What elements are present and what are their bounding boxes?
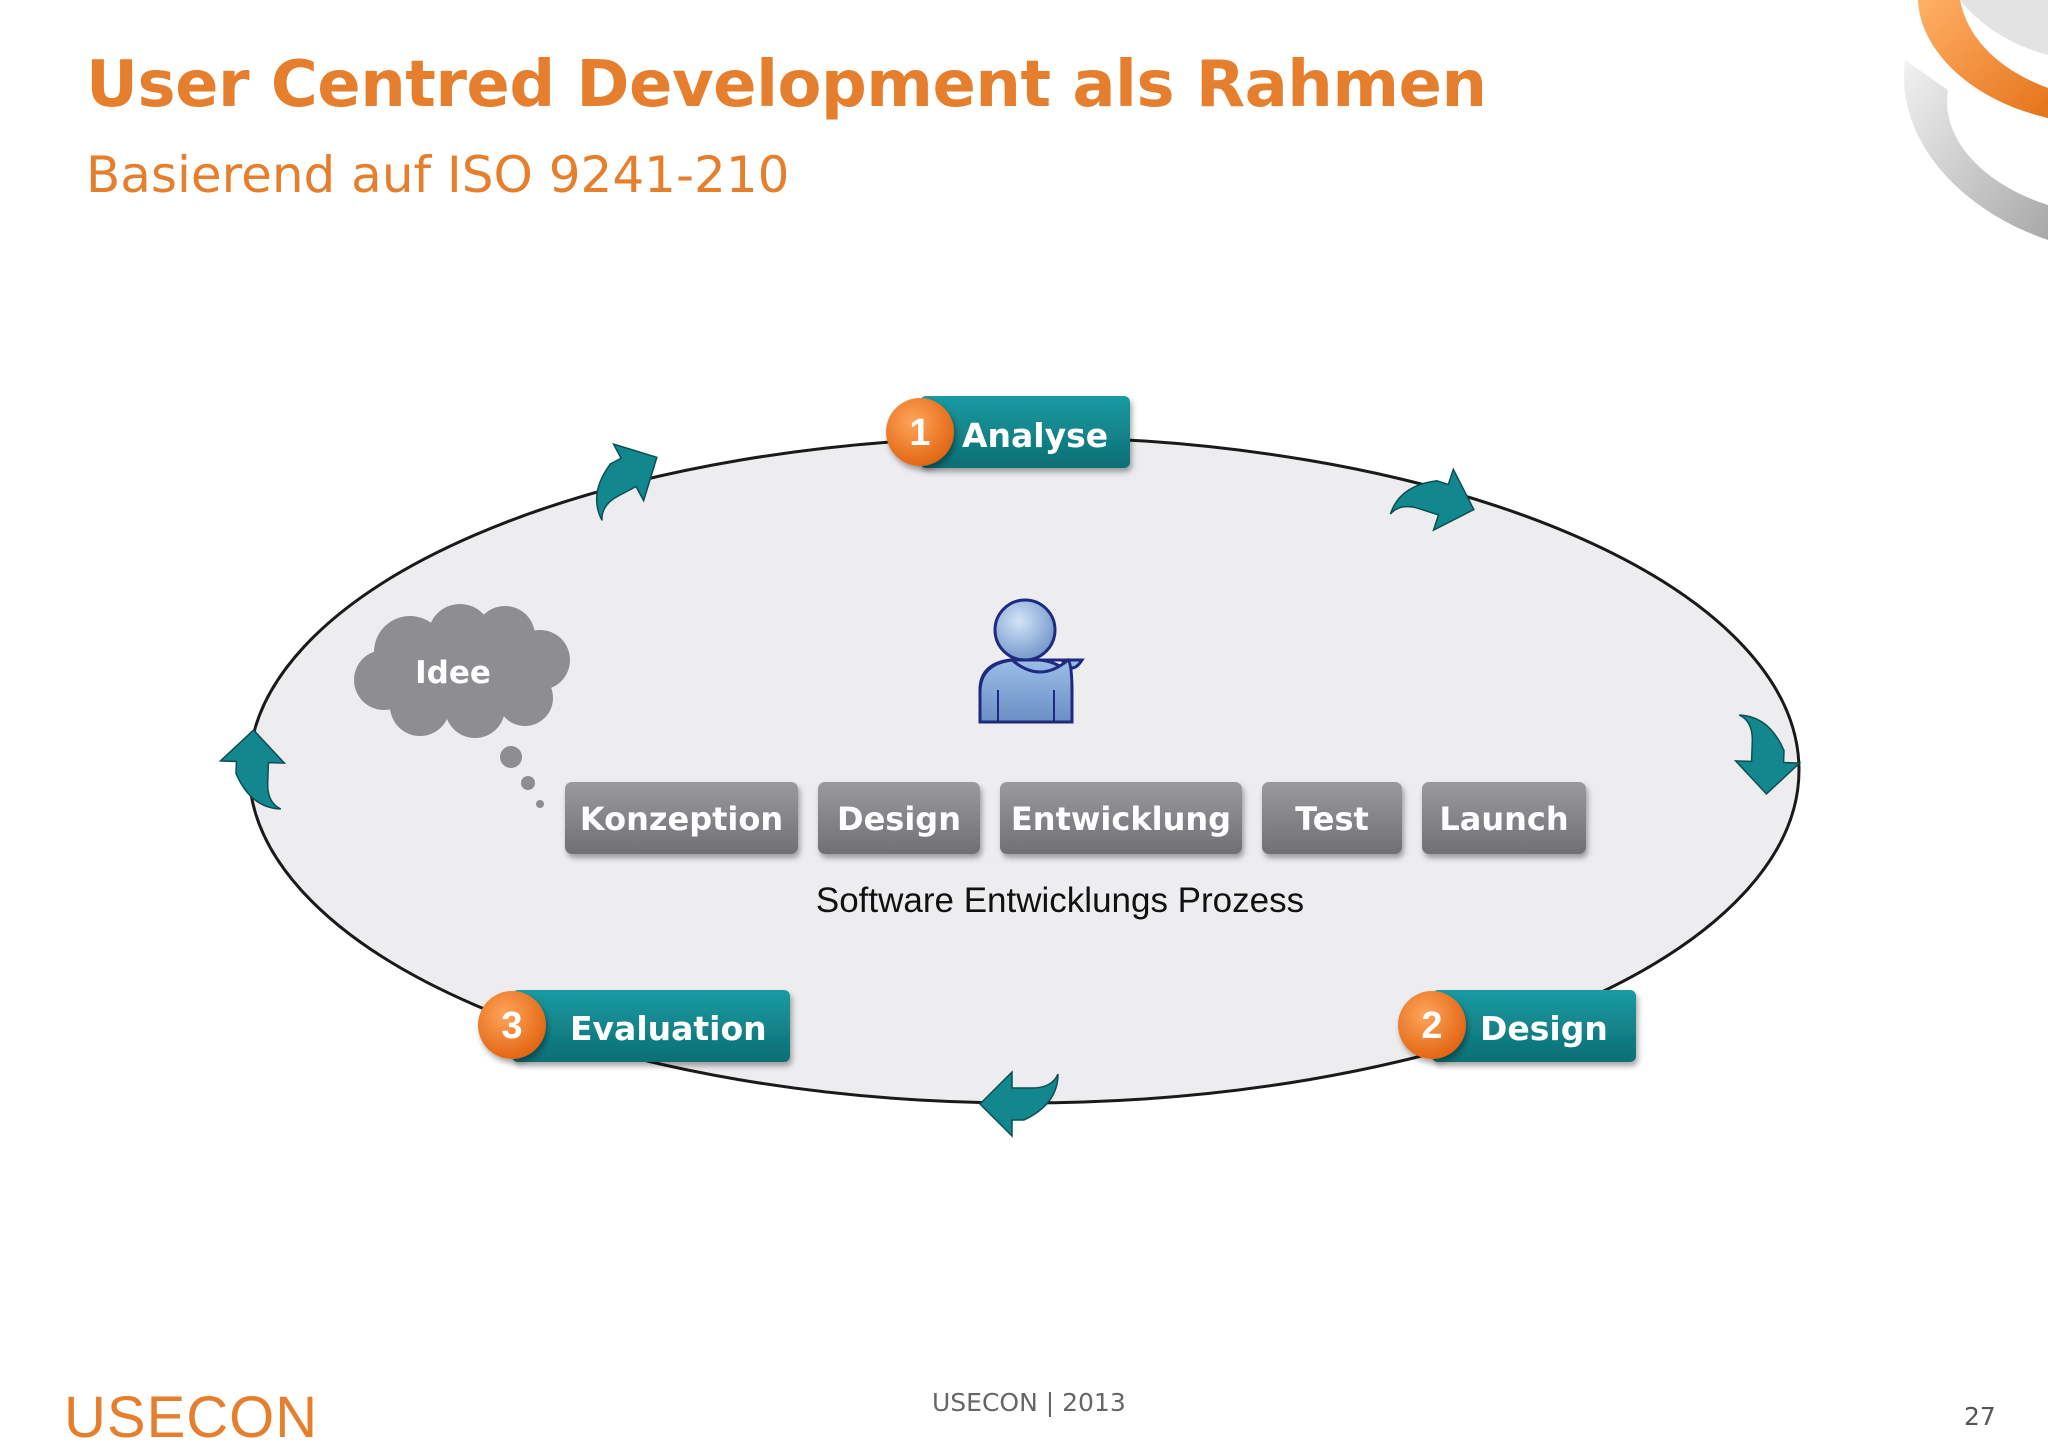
cycle-arrow-icon xyxy=(1733,714,1802,796)
cycle-step-design: 2 Design xyxy=(1398,990,1636,1062)
thought-cloud-icon xyxy=(354,604,570,808)
step-label: Analyse xyxy=(962,416,1108,455)
process-stages: Konzeption Design Entwicklung Test Launch xyxy=(565,782,1586,854)
usecon-logo: USECON xyxy=(64,1385,319,1450)
process-stage-label: Test xyxy=(1295,800,1369,838)
page-subtitle: Basierend auf ISO 9241-210 xyxy=(86,146,790,204)
idea-label: Idee xyxy=(415,655,491,691)
step-label: Design xyxy=(1480,1009,1608,1048)
cycle-arrow-icon xyxy=(978,1070,1059,1138)
cycle-step-evaluation: 3 Evaluation xyxy=(478,990,790,1062)
process-stage-konzeption: Konzeption xyxy=(565,782,798,854)
footer-text: USECON | 2013 xyxy=(932,1388,1126,1417)
process-stage-label: Design xyxy=(837,800,961,838)
process-stage-launch: Launch xyxy=(1422,782,1586,854)
process-stage-design: Design xyxy=(818,782,980,854)
page-title: User Centred Development als Rahmen xyxy=(86,48,1487,122)
cycle-step-analyse: 1 Analyse xyxy=(886,396,1130,468)
cycle-arrow-icon xyxy=(218,728,287,810)
cycle-arrow-icon xyxy=(595,442,658,521)
process-caption: Software Entwicklungs Prozess xyxy=(816,881,1304,920)
step-number: 2 xyxy=(1421,1005,1442,1047)
process-stage-label: Konzeption xyxy=(580,800,783,838)
process-stage-test: Test xyxy=(1262,782,1402,854)
step-number: 1 xyxy=(909,412,930,454)
cycle-arrow-icon xyxy=(1389,467,1475,532)
process-stage-label: Entwicklung xyxy=(1011,800,1231,838)
process-stage-entwicklung: Entwicklung xyxy=(1000,782,1242,854)
ribbon-logo-icon xyxy=(1903,0,2048,240)
step-label: Evaluation xyxy=(570,1009,767,1048)
page-number: 27 xyxy=(1964,1402,1996,1431)
process-stage-label: Launch xyxy=(1439,800,1568,838)
user-icon xyxy=(978,598,1085,724)
step-number: 3 xyxy=(501,1005,522,1047)
